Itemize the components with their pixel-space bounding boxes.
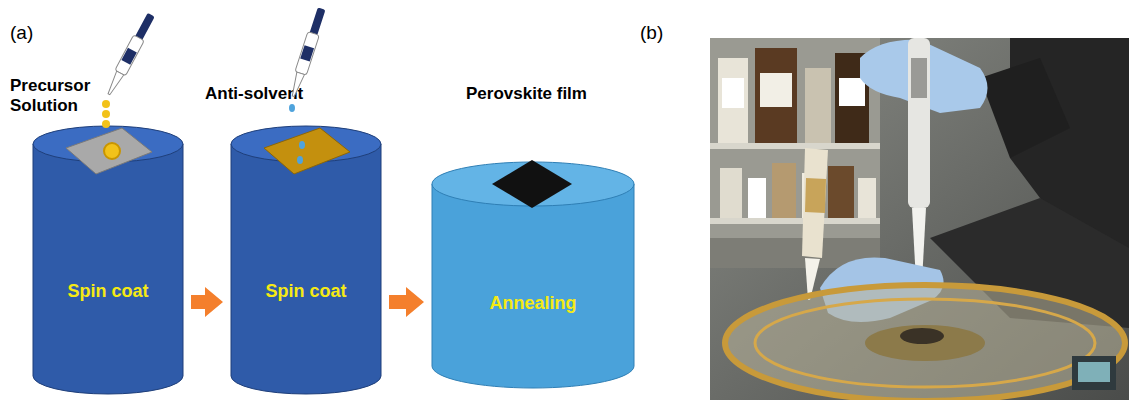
drawing-part <box>980 58 1070 158</box>
drawing-part <box>710 218 880 224</box>
drawing-part <box>772 163 796 218</box>
drawing-part <box>33 144 183 394</box>
drawing-part <box>802 148 828 258</box>
drawing-part <box>134 13 155 43</box>
drawing-part <box>102 100 110 108</box>
drawing-part <box>911 58 927 98</box>
drawing-part <box>710 38 1129 400</box>
drawing-part <box>300 45 314 61</box>
panel-label: (a) <box>10 22 50 45</box>
drawing-part <box>104 12 157 97</box>
drawing-part <box>755 299 1095 387</box>
drawing-part <box>1078 362 1110 382</box>
drawing-part <box>805 178 826 213</box>
cylinder-stage: Annealing <box>432 162 634 388</box>
drawing-part <box>828 166 854 218</box>
drawing-part <box>121 48 136 65</box>
drawing-part <box>710 38 880 268</box>
cylinder-stage: Spin coat <box>231 126 381 394</box>
drawing-part <box>710 143 880 149</box>
drawing-part <box>908 38 930 208</box>
step-label: Perovskite film <box>466 84 626 104</box>
drawing-part <box>718 58 748 143</box>
drawing-part <box>289 104 295 112</box>
flow-arrow <box>389 287 424 317</box>
cylinder-outline <box>33 126 183 394</box>
stage-name: Spin coat <box>231 281 381 302</box>
drawing-part <box>231 126 381 162</box>
step-label: Anti-solvent <box>205 84 335 104</box>
drawing-part <box>432 162 634 206</box>
drawing-part <box>858 178 876 218</box>
drawing-part <box>295 32 319 76</box>
drawing-part <box>720 168 742 218</box>
drawing-part <box>722 78 744 108</box>
drawing-part <box>725 285 1125 400</box>
flow-arrow <box>191 287 223 317</box>
cylinder-outline <box>432 162 634 388</box>
drawing-part <box>1072 356 1116 390</box>
drawing-part <box>900 328 944 344</box>
drawing-part <box>865 325 985 361</box>
stage-name: Annealing <box>432 293 634 314</box>
drawing-part <box>231 144 381 394</box>
drawing-part <box>748 178 766 218</box>
drawing-part <box>755 48 797 143</box>
drawing-part <box>725 285 1125 400</box>
drawing-part <box>105 71 123 96</box>
drawing-part <box>115 35 144 76</box>
panel-label: (b) <box>640 22 680 45</box>
lab-photo <box>710 38 1129 400</box>
cylinder-stage: Spin coat <box>33 126 183 394</box>
step-label: Precursor Solution <box>10 76 110 117</box>
drawing-part <box>33 126 183 162</box>
drawing-part <box>805 68 831 143</box>
stage-name: Spin coat <box>33 281 183 302</box>
drawing-part <box>432 184 634 388</box>
cylinder-outline <box>231 126 381 394</box>
drawing-part <box>839 78 865 106</box>
drawing-part <box>309 7 326 38</box>
drawing-part <box>102 110 110 118</box>
drawing-part <box>760 73 792 107</box>
